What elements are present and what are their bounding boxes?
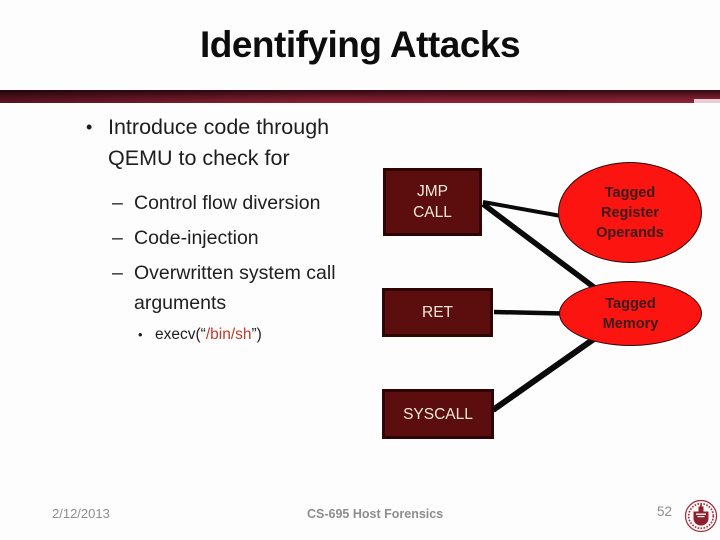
tagged-memory-ellipse: Tagged Memory bbox=[559, 281, 702, 346]
code-text: execv(“/bin/sh”) bbox=[155, 324, 262, 346]
node-label-line: SYSCALL bbox=[403, 405, 473, 423]
ellipse-label-line: Operands bbox=[596, 224, 664, 241]
code-suffix: ”) bbox=[251, 326, 262, 343]
syscall-node: SYSCALL bbox=[382, 389, 494, 439]
dash-icon: – bbox=[112, 227, 123, 249]
node-label-line: RET bbox=[422, 304, 453, 321]
tagged-registers-ellipse: Tagged Register Operands bbox=[558, 162, 702, 263]
footer-course: CS-695 Host Forensics bbox=[307, 507, 444, 521]
code-prefix: execv(“ bbox=[155, 326, 206, 343]
bullet-item-level1: • Introduce code through QEMU to check f… bbox=[86, 112, 392, 174]
bullet-icon: • bbox=[86, 117, 93, 137]
bullet-item-control-flow: – Control flow diversion bbox=[86, 188, 392, 218]
footer-page-number: 52 bbox=[657, 504, 673, 519]
bullet-icon: • bbox=[138, 327, 143, 342]
ret-node: RET bbox=[382, 288, 493, 337]
bullet-item-code-injection: – Code-injection bbox=[86, 223, 392, 253]
jmp-call-node: JMP CALL bbox=[383, 168, 482, 236]
page-title: Identifying Attacks bbox=[199, 24, 521, 65]
ellipse-label-line: Tagged bbox=[604, 184, 656, 201]
dash-icon: – bbox=[112, 192, 123, 214]
title-divider-accent bbox=[694, 99, 720, 103]
bullet-item-syscall-args: – Overwritten system call arguments bbox=[86, 258, 392, 318]
university-seal-logo bbox=[684, 499, 718, 533]
dash-icon: – bbox=[112, 262, 123, 284]
ellipse-label-line: Tagged bbox=[605, 295, 656, 312]
bullet-text: Control flow diversion bbox=[134, 192, 321, 214]
bullet-list: • Introduce code through QEMU to check f… bbox=[86, 112, 392, 346]
bullet-text: Introduce code through QEMU to check for bbox=[108, 115, 330, 170]
node-label-line: JMP bbox=[417, 183, 448, 200]
bullet-item-execv-example: • execv(“/bin/sh”) bbox=[86, 324, 392, 346]
ellipse-label-line: Memory bbox=[602, 315, 659, 332]
bullet-text: Overwritten system call arguments bbox=[134, 262, 336, 314]
code-path-highlight: /bin/sh bbox=[205, 326, 252, 343]
title-divider-bar bbox=[0, 90, 720, 103]
seal-shield bbox=[693, 511, 709, 526]
node-label-line: CALL bbox=[413, 204, 452, 221]
footer-date: 2/12/2013 bbox=[52, 506, 110, 521]
ellipse-label-line: Register bbox=[600, 204, 660, 221]
bullet-text: Code-injection bbox=[134, 227, 259, 249]
